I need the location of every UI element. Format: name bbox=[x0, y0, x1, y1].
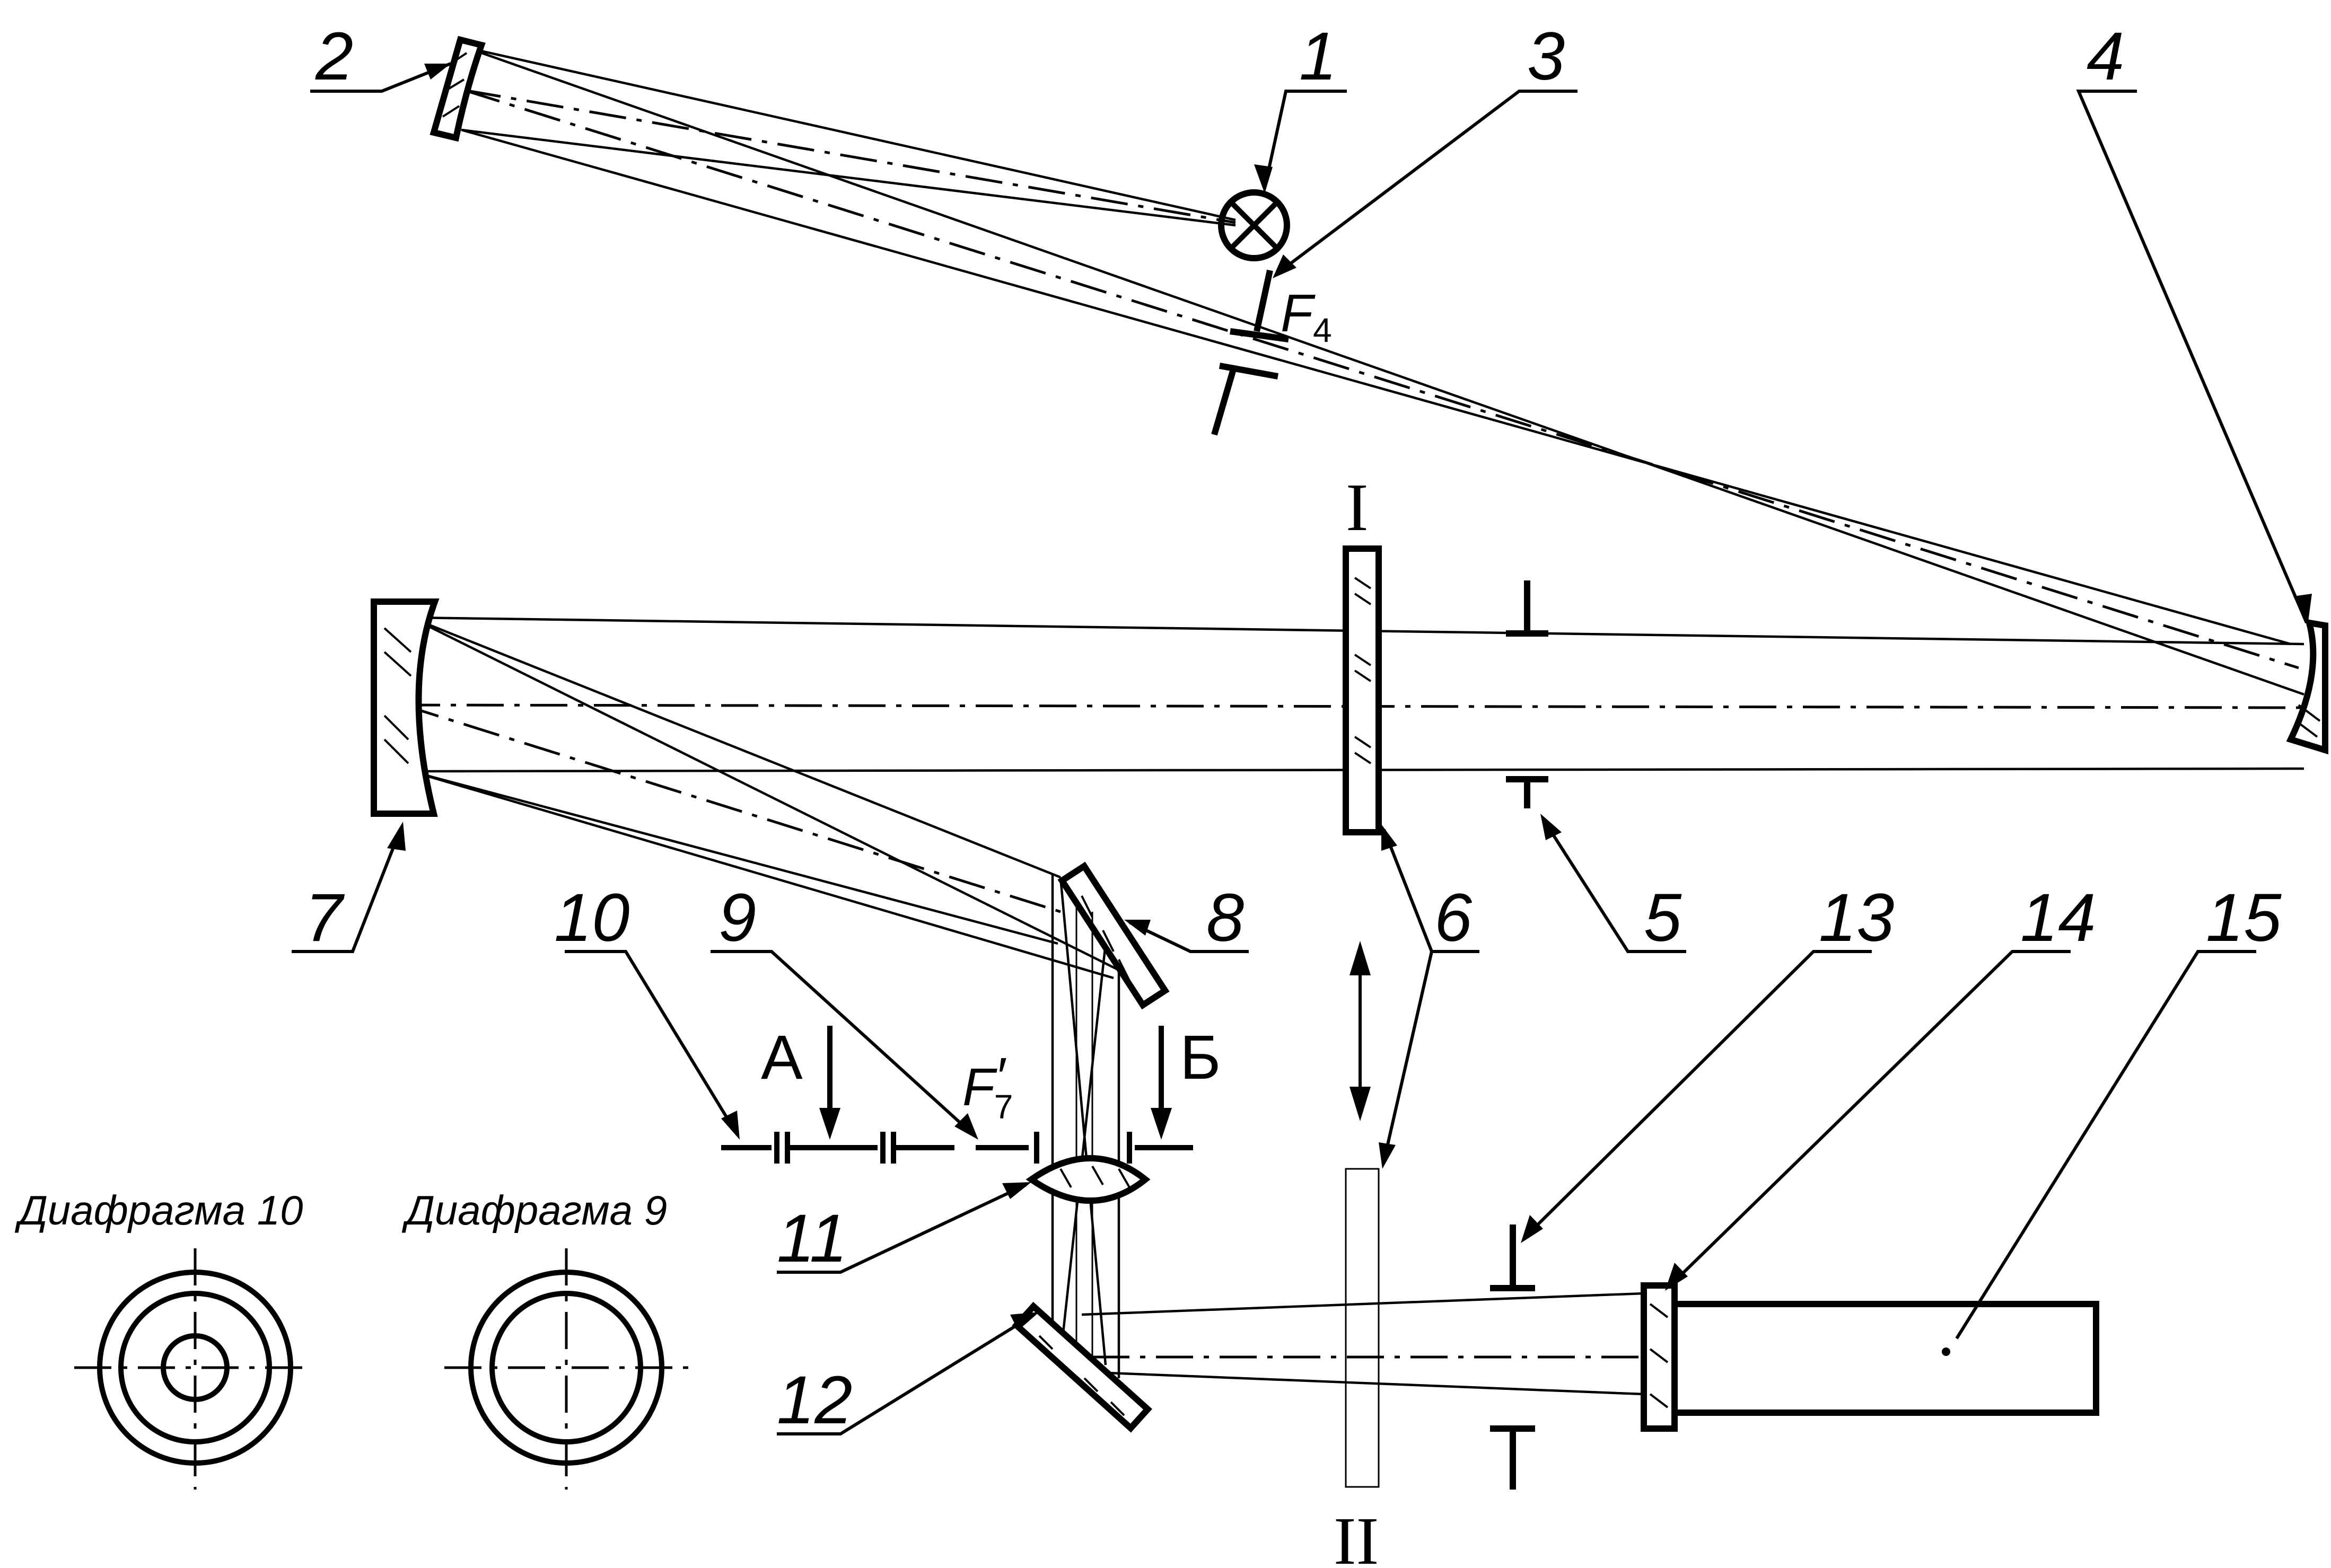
diaphragm-bar-10-9 bbox=[721, 1132, 1193, 1164]
label-11: 11 bbox=[777, 1201, 847, 1276]
label-10: 10 bbox=[554, 880, 629, 956]
position-II-label: II bbox=[1334, 1503, 1379, 1568]
leader-lines bbox=[292, 62, 2312, 1435]
plate-shift-arrow bbox=[1349, 941, 1371, 1121]
label-5: 5 bbox=[1644, 880, 1682, 956]
label-15: 15 bbox=[2206, 880, 2282, 956]
view-label-a: А bbox=[761, 1023, 803, 1093]
label-3: 3 bbox=[1527, 19, 1565, 94]
label-1: 1 bbox=[1299, 19, 1337, 94]
label-6-top: 6 bbox=[1434, 880, 1473, 956]
source-beam-rays bbox=[461, 46, 2304, 696]
label-8: 8 bbox=[1206, 880, 1244, 956]
mirror-12 bbox=[1012, 1301, 1152, 1433]
lamp-1 bbox=[1218, 189, 1290, 261]
plate-II bbox=[1345, 1168, 1380, 1488]
vertical-beam bbox=[1051, 875, 1120, 1378]
view-label-b: Б bbox=[1180, 1023, 1221, 1093]
mirror-4 bbox=[2286, 619, 2328, 755]
label-13: 13 bbox=[1819, 880, 1894, 956]
label-4: 4 bbox=[2087, 19, 2124, 94]
label-9: 9 bbox=[718, 880, 756, 956]
label-f4: F4 bbox=[1281, 284, 1332, 349]
caption-diaphragm-10: Диафрагма 10 bbox=[14, 1187, 303, 1234]
position-I-label: I bbox=[1346, 470, 1369, 545]
label-12: 12 bbox=[777, 1362, 852, 1438]
diaphragm-9-view bbox=[444, 1248, 688, 1490]
label-14: 14 bbox=[2020, 880, 2096, 956]
label-2: 2 bbox=[315, 19, 353, 94]
caption-diaphragm-9: Диафрагма 9 bbox=[401, 1187, 667, 1234]
label-7: 7 bbox=[305, 880, 345, 956]
mirror-8 bbox=[1057, 861, 1170, 1010]
receiver-15 bbox=[1671, 1301, 2099, 1416]
diaphragm-13 bbox=[1490, 1225, 1535, 1490]
view-arrow-a bbox=[819, 1026, 840, 1140]
lens-11 bbox=[1026, 1155, 1151, 1204]
filter-14 bbox=[1641, 1282, 1678, 1432]
mirror-7 bbox=[371, 598, 440, 817]
converging-beam-to-mirror-8 bbox=[402, 616, 1120, 980]
diaphragm-10-view bbox=[74, 1248, 313, 1490]
plate-I bbox=[1343, 545, 1382, 835]
label-f7-prime: F′7 bbox=[962, 1047, 1013, 1126]
view-arrow-b bbox=[1151, 1026, 1172, 1140]
mirror-2 bbox=[430, 36, 486, 142]
slit-3 bbox=[1211, 269, 1289, 436]
beam-to-receiver bbox=[1081, 1292, 1644, 1396]
diaphragm-5 bbox=[1506, 580, 1548, 808]
